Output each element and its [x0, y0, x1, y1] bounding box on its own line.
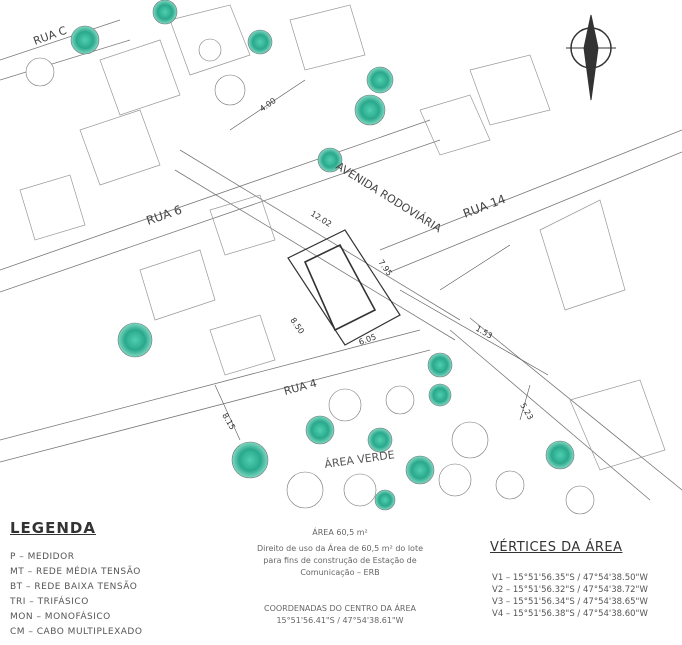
dimension-text: 4.00: [258, 96, 278, 114]
street-label-avenida: AVENIDA RODOVIÁRIA: [333, 160, 444, 236]
vertex-item: V1 – 15°51'56.35"S / 47°54'38.50"W: [492, 573, 648, 583]
dimension-text: 8.50: [288, 316, 306, 336]
area-note-line: Direito de uso da Área de 60,5 m² do lot…: [256, 544, 424, 553]
legend-item: MON – MONOFÁSICO: [10, 612, 111, 622]
dimension-text: 6.05: [358, 332, 378, 347]
vertex-item: V3 – 15°51'56.34"S / 47°54'38.65"W: [492, 597, 648, 607]
street-label-rua-6: RUA 6: [144, 203, 183, 228]
dimension-lines: [214, 79, 549, 441]
north-arrow-icon: [566, 14, 616, 101]
legend-item: MT – REDE MÉDIA TENSÃO: [10, 567, 141, 577]
legend-item: TRI – TRIFÁSICO: [10, 597, 89, 607]
coord-title: COORDENADAS DO CENTRO DA ÁREA: [263, 604, 417, 613]
lot-outlines: [19, 4, 666, 471]
vertex-item: V4 – 15°51'56.38"S / 47°54'38.60"W: [492, 609, 648, 619]
coord-line: 15°51'56.41"S / 47°54'38.61"W: [276, 616, 404, 625]
legend-item: BT – REDE BAIXA TENSÃO: [10, 582, 138, 592]
dimension-text: 7.95: [376, 258, 394, 278]
street-label-rua-4: RUA 4: [282, 377, 318, 398]
vertex-item: V2 – 15°51'56.32"S / 47°54'38.72"W: [492, 585, 648, 595]
dimension-text: 5.23: [518, 402, 535, 422]
road-lower-right: [449, 317, 682, 501]
area-verde-label: ÁREA VERDE: [324, 448, 396, 471]
legend-item: P – MEDIDOR: [10, 552, 75, 562]
tree-canopies: [25, 0, 595, 515]
legend-item: CM – CABO MULTIPLEXADO: [10, 627, 143, 637]
area-note-line: para fins de construção de Estação de: [263, 556, 417, 565]
road-rua-14: [379, 129, 682, 273]
area-title: ÁREA 60,5 m²: [312, 528, 368, 537]
legend-title: LEGENDA: [10, 519, 96, 537]
road-rua-6: [0, 119, 441, 293]
vertices-title: VÉRTICES DA ÁREA: [490, 540, 623, 555]
road-avenida: [174, 149, 461, 341]
road-rua-c: [0, 19, 131, 81]
road-rua-4: [0, 329, 431, 463]
parcel-main: [287, 229, 401, 346]
area-note-line: Comunicação – ERB: [300, 568, 380, 577]
street-label-rua-14: RUA 14: [461, 192, 507, 221]
dimension-text: 12.02: [309, 209, 333, 229]
street-label-rua-c: RUA C: [32, 24, 69, 48]
